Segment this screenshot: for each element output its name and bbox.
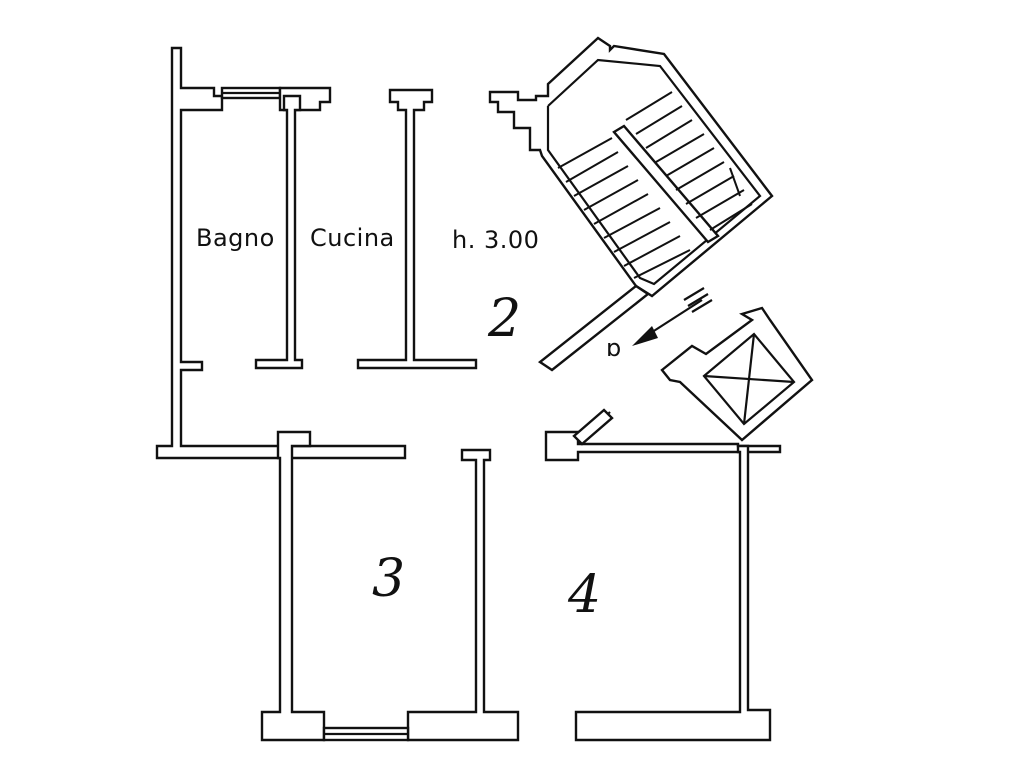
- staircase: [488, 36, 774, 372]
- label-room-3: 3: [372, 549, 405, 609]
- elevator-shaft: [660, 306, 814, 442]
- entrance-mark: ɒ: [606, 334, 622, 362]
- label-room-2: 2: [487, 289, 521, 349]
- bagno-window: [220, 86, 282, 100]
- room3-walls: [260, 430, 520, 742]
- label-bagno: Bagno: [196, 224, 275, 252]
- entrance-arrow: [632, 287, 713, 346]
- partition-bagno-cucina: [254, 94, 304, 370]
- label-ceiling-height: h. 3.00: [452, 226, 539, 254]
- partition-cucina-room2: [356, 88, 478, 370]
- label-cucina: Cucina: [310, 224, 395, 252]
- left-outer-wall: [155, 46, 407, 460]
- label-room-4: 4: [567, 565, 601, 625]
- room4-top-wall: [544, 408, 782, 462]
- room4-right-wall: [574, 444, 772, 742]
